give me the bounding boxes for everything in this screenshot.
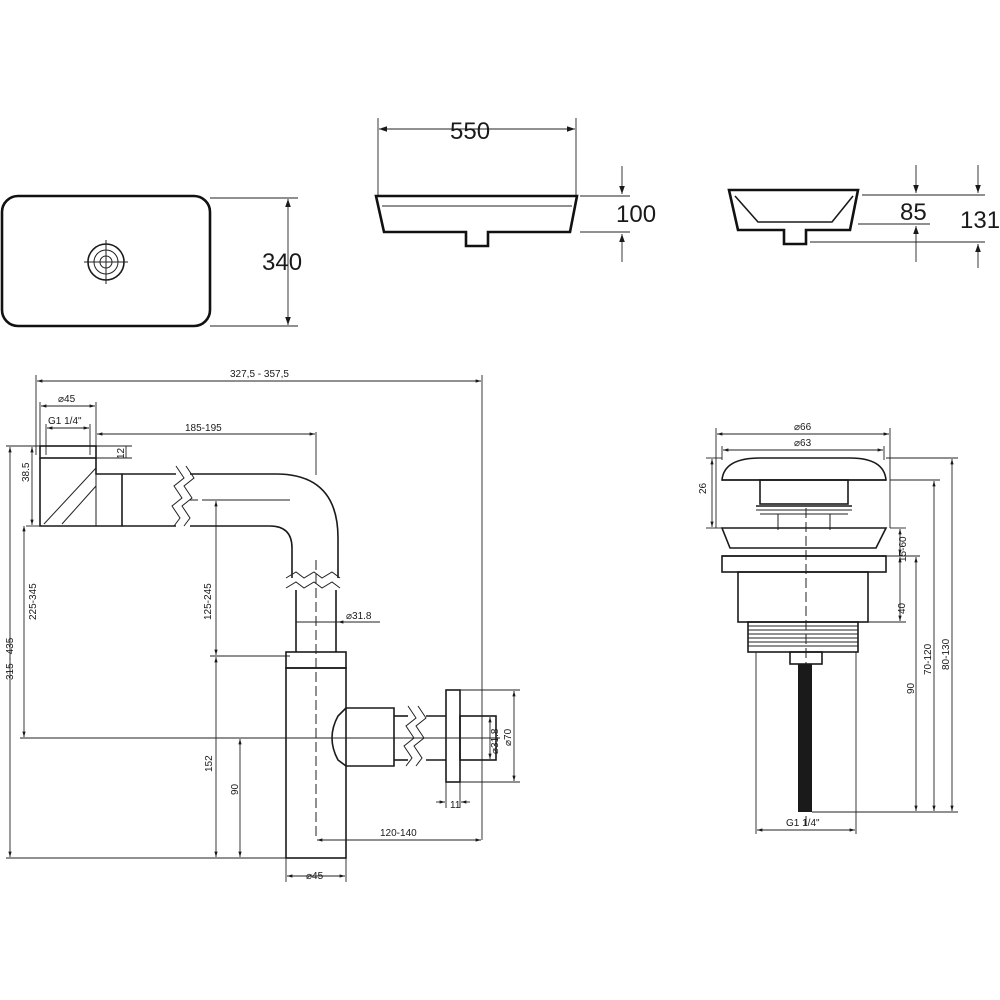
valve-body-ring — [721, 555, 887, 573]
basin-height-label: 100 — [616, 201, 656, 228]
siphon-overall-width-label: 327,5 - 357,5 — [230, 369, 289, 380]
valve-adjust-range-label: 70-120 — [923, 643, 934, 675]
siphon-inlet-nut — [39, 445, 97, 459]
valve-thread — [747, 621, 859, 653]
siphon-inlet-elbow — [39, 458, 123, 527]
siphon-body — [285, 667, 347, 859]
siphon-outlet-length-label: 120-140 — [380, 828, 417, 839]
valve-thread-label: G1 1/4" — [786, 818, 820, 829]
valve-flange — [720, 527, 888, 549]
valve-cap-height-label: 26 — [698, 482, 709, 494]
basin-front-outline — [374, 194, 579, 248]
basin-top-view: 340 — [0, 194, 302, 328]
siphon-reach-label: 185-195 — [185, 423, 222, 434]
drain-valve-drawing: ⌀66 ⌀63 — [698, 422, 958, 834]
valve-thread-length-label: 90 — [906, 682, 917, 694]
siphon-body-height-label: 152 — [204, 755, 215, 772]
basin-outline — [0, 194, 212, 328]
valve-body — [737, 571, 869, 623]
valve-body-height-label: 40 — [897, 602, 908, 614]
basin-inner-depth-label: 85 — [900, 199, 927, 226]
siphon-outlet-diameter-label: ⌀31.8 — [490, 728, 501, 754]
siphon-wall-flange — [445, 689, 461, 783]
valve-cap-outer-label: ⌀66 — [794, 422, 812, 433]
siphon-total-height-label: 315 - 435 — [5, 637, 16, 680]
basin-side-view: 85 131 — [727, 165, 1000, 268]
basin-depth-label: 340 — [262, 249, 302, 276]
valve-cap-inner-label: ⌀63 — [794, 438, 812, 449]
siphon-drawing: 327,5 - 357,5 ⌀45 G1 1/4" 185-195 12 38.… — [5, 369, 520, 882]
siphon-flange-thickness-label: 11 — [450, 800, 461, 811]
siphon-drop-height-label: 225-345 — [28, 583, 39, 620]
siphon-horizontal-pipe — [190, 473, 339, 578]
siphon-thread-label: G1 1/4" — [48, 416, 82, 427]
valve-gap-label: 15-60 — [898, 536, 909, 562]
siphon-pipe-diameter-label: ⌀31.8 — [346, 611, 372, 622]
basin-total-height-label: 131 — [960, 207, 1000, 234]
valve-threaded-rod — [798, 664, 812, 812]
basin-front-view: 550 100 — [374, 118, 656, 262]
valve-cap — [721, 457, 887, 481]
siphon-flange-diameter-label: ⌀70 — [503, 728, 514, 746]
siphon-outlet-fitting — [346, 707, 395, 767]
siphon-nut-height-label: 12 — [116, 447, 127, 459]
siphon-outlet-height-label: 90 — [230, 783, 241, 795]
basin-side-outline — [727, 188, 860, 246]
drain-hole-icon — [84, 240, 128, 284]
basin-width-label: 550 — [450, 118, 490, 145]
valve-overall-range-label: 80-130 — [941, 638, 952, 670]
siphon-vertical-adjust-label: 125-245 — [203, 583, 214, 620]
siphon-body-diameter-label: ⌀45 — [306, 871, 324, 882]
siphon-inlet-height-label: 38.5 — [21, 462, 32, 482]
siphon-inlet-diameter-label: ⌀45 — [58, 394, 76, 405]
